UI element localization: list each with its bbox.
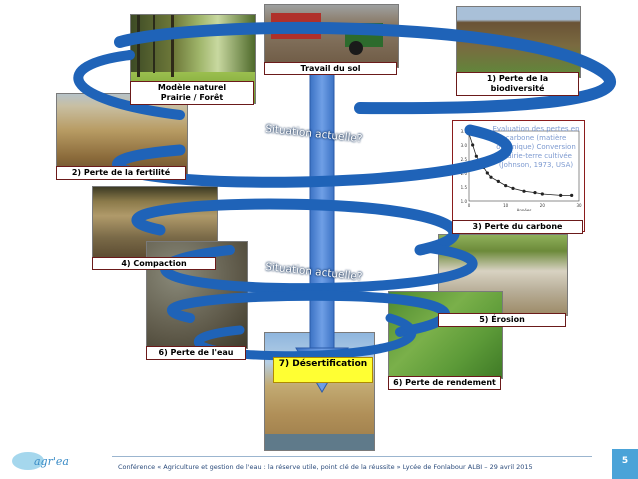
label-compaction: 4) Compaction	[92, 257, 216, 270]
label-perte-fertilite: 2) Perte de la fertilité	[56, 166, 186, 180]
label-perte-carbone: 3) Perte du carbone	[452, 220, 583, 234]
label-perte-rendement: 6) Perte de rendement	[388, 376, 501, 390]
label-perte-biodiversite: 1) Perte de la biodiversité	[456, 72, 579, 96]
label-perte-eau: 6) Perte de l'eau	[146, 346, 246, 360]
footer-divider	[112, 456, 592, 457]
central-down-arrow	[296, 64, 348, 392]
footer-logo: agr'eau	[8, 448, 70, 474]
page-number: 5	[612, 449, 638, 479]
label-travail-du-sol: Travail du sol	[264, 62, 397, 75]
label-desertification: 7) Désertification	[273, 357, 373, 383]
svg-text:agr'eau: agr'eau	[34, 455, 70, 468]
footer-text: Conférence « Agriculture et gestion de l…	[118, 463, 533, 471]
label-erosion: 5) Érosion	[438, 313, 566, 327]
label-modele-naturel: Modèle naturel Prairie / Forêt	[130, 81, 254, 105]
